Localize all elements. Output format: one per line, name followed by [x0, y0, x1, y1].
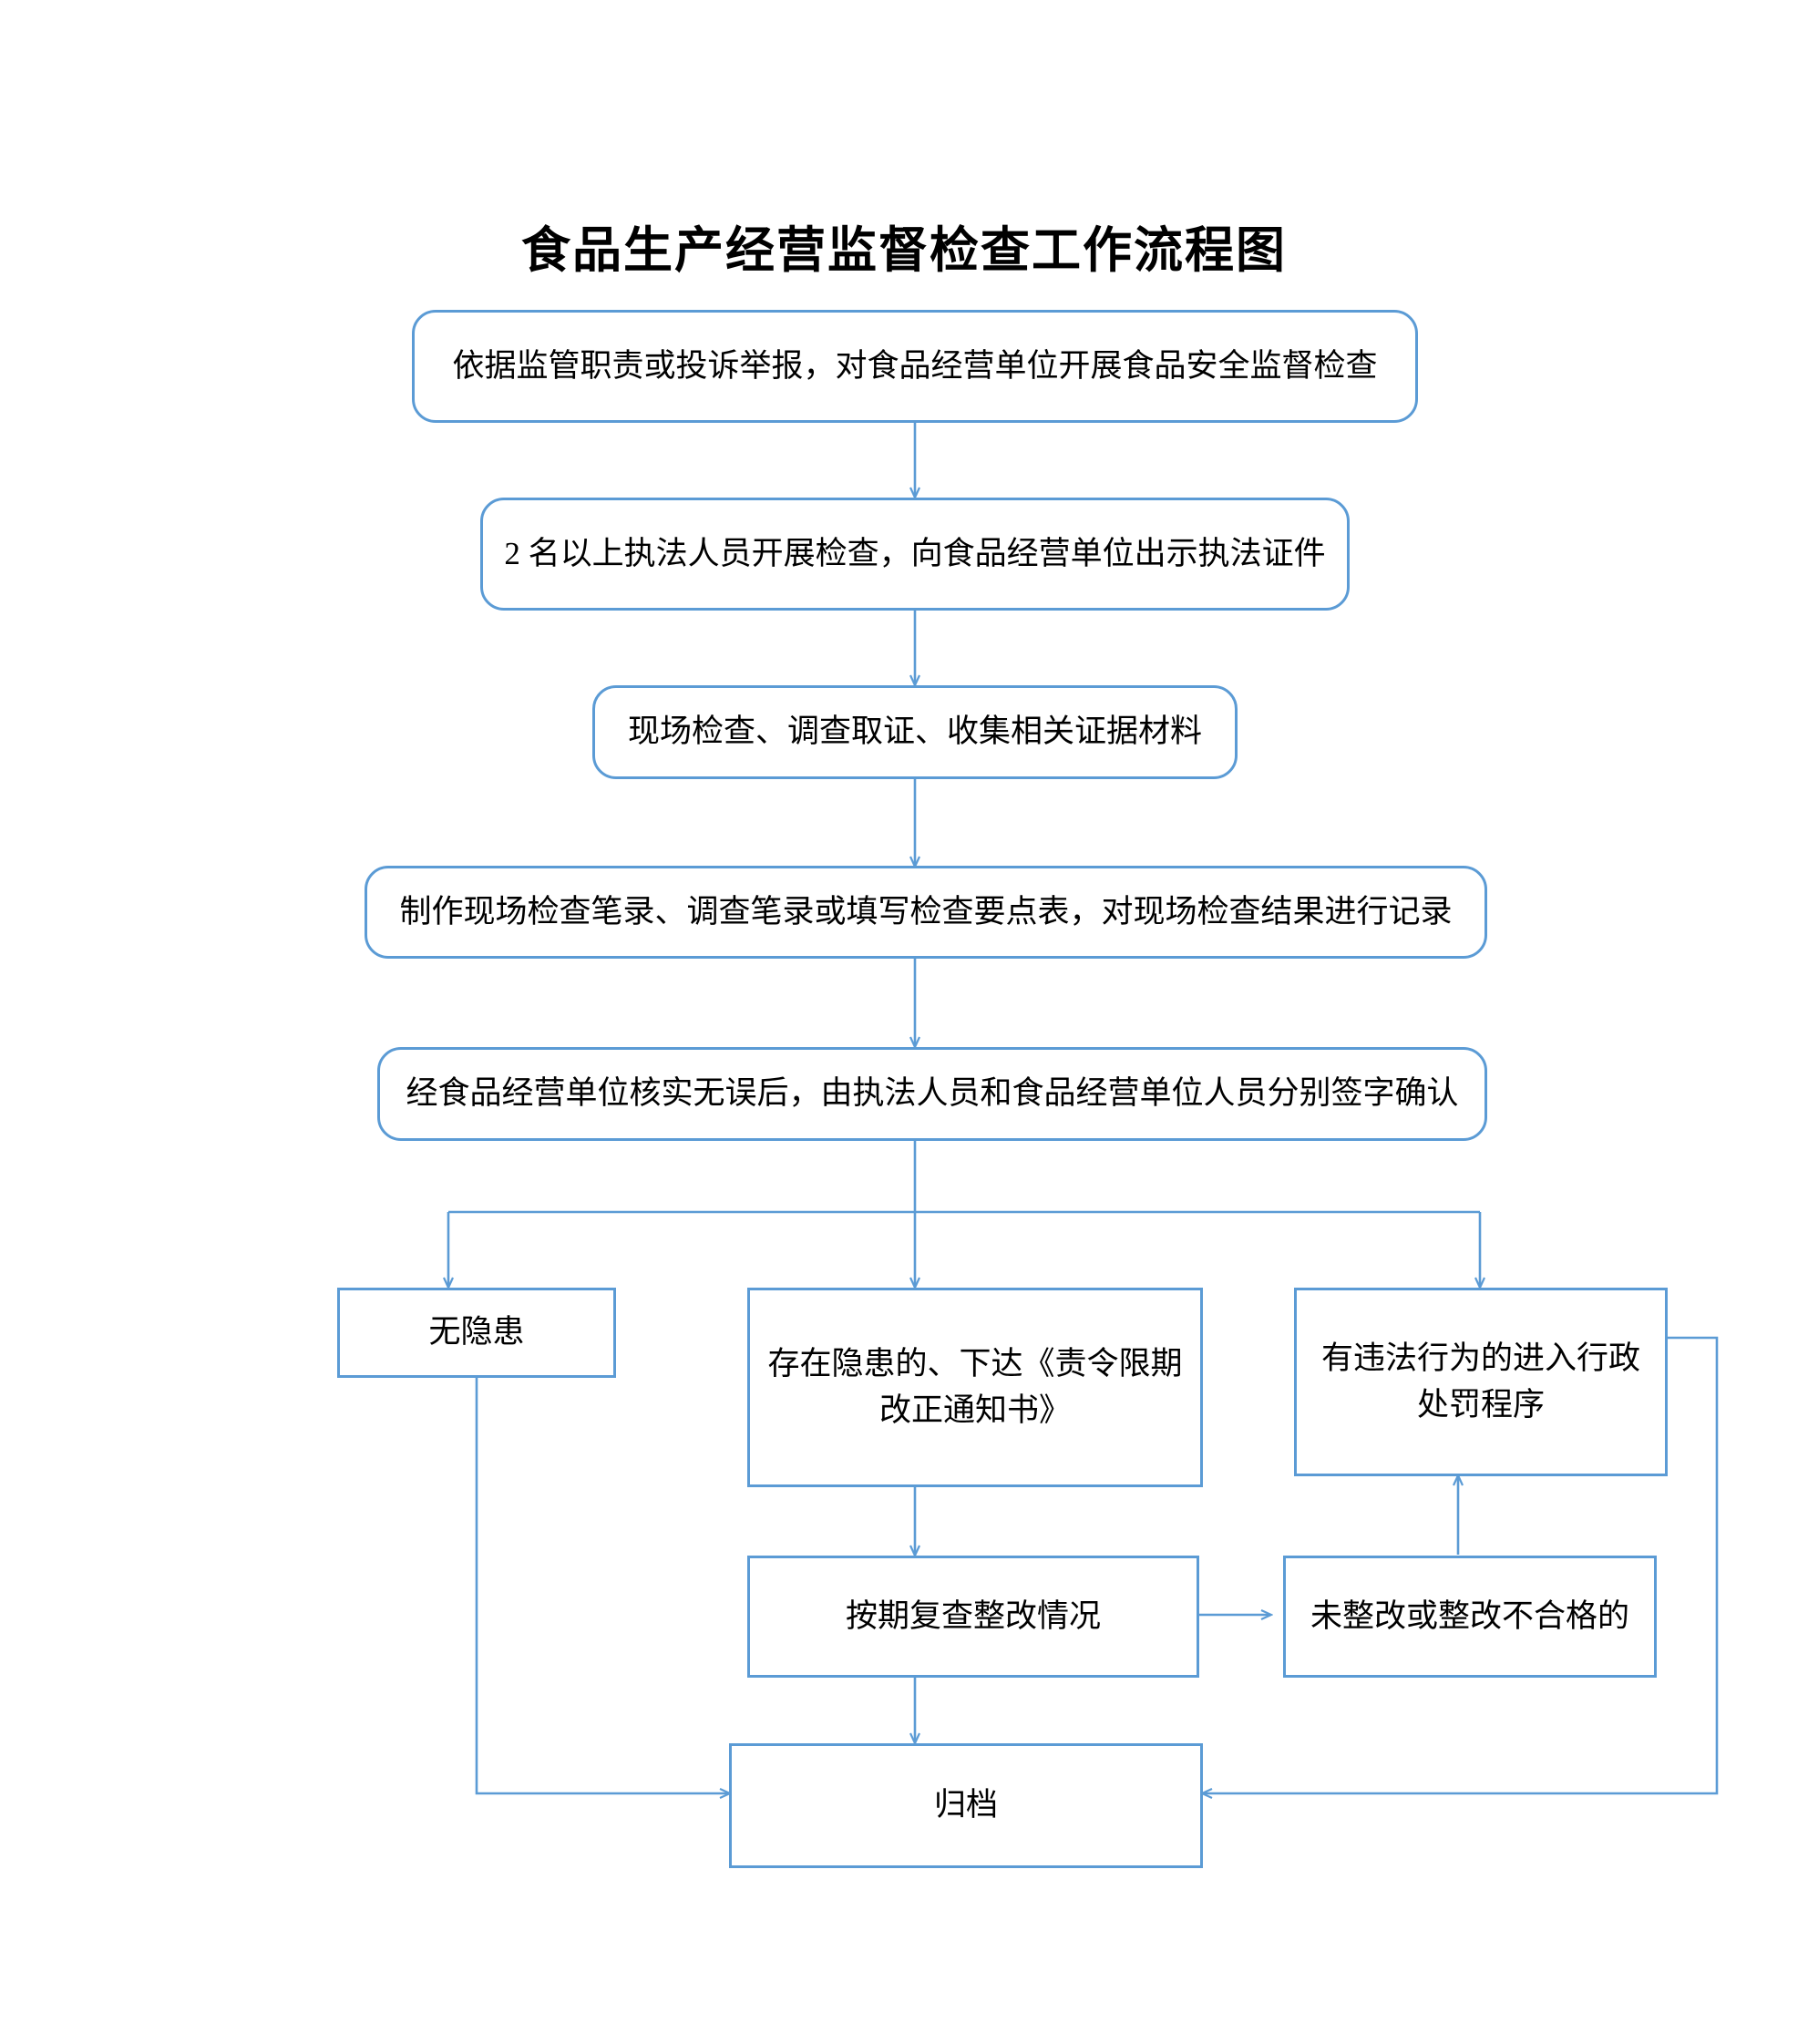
- outcome-node-not-rectified[interactable]: 未整改或整改不合格的: [1283, 1556, 1657, 1678]
- node-label: 制作现场检查笔录、调查笔录或填写检查要点表，对现场检查结果进行记录: [399, 893, 1453, 930]
- process-node-officer-credentials[interactable]: 2 名以上执法人员开展检查，向食品经营单位出示执法证件: [480, 498, 1350, 611]
- outcome-node-no-hazard[interactable]: 无隐患: [337, 1288, 616, 1378]
- node-label: 无隐患: [428, 1314, 525, 1351]
- page-title: 食品生产经营监督检查工作流程图: [521, 223, 1287, 278]
- node-label: 未整改或整改不合格的: [1310, 1597, 1629, 1634]
- node-label: 存在隐患的、下达《责令限期改正通知书》: [767, 1345, 1183, 1428]
- node-label: 依据监管职责或投诉举报，对食品经营单位开展食品安全监督检查: [452, 347, 1378, 384]
- outcome-node-administrative-penalty[interactable]: 有违法行为的进入行政处罚程序: [1294, 1288, 1668, 1476]
- node-label: 现场检查、调查取证、收集相关证据材料: [627, 714, 1202, 750]
- process-node-signature-confirm[interactable]: 经食品经营单位核实无误后，由执法人员和食品经营单位人员分别签字确认: [377, 1047, 1487, 1141]
- terminal-node-archive[interactable]: 归档: [729, 1743, 1203, 1868]
- node-label: 归档: [933, 1787, 998, 1823]
- outcome-node-hazard-notice[interactable]: 存在隐患的、下达《责令限期改正通知书》: [747, 1288, 1203, 1487]
- process-node-onsite-evidence[interactable]: 现场检查、调查取证、收集相关证据材料: [592, 685, 1238, 779]
- edge-n6-n11: [475, 1378, 729, 1793]
- process-node-inspection-basis[interactable]: 依据监管职责或投诉举报，对食品经营单位开展食品安全监督检查: [412, 310, 1418, 423]
- edge-n8-n11: [1203, 1336, 1719, 1793]
- process-node-record-making[interactable]: 制作现场检查笔录、调查笔录或填写检查要点表，对现场检查结果进行记录: [365, 866, 1487, 959]
- node-label: 有违法行为的进入行政处罚程序: [1320, 1340, 1640, 1423]
- node-label: 按期复查整改情况: [845, 1597, 1101, 1634]
- node-label: 2 名以上执法人员开展检查，向食品经营单位出示执法证件: [504, 535, 1326, 571]
- node-label: 经食品经营单位核实无误后，由执法人员和食品经营单位人员分别签字确认: [406, 1075, 1459, 1112]
- process-node-recheck-rectification[interactable]: 按期复查整改情况: [747, 1556, 1199, 1678]
